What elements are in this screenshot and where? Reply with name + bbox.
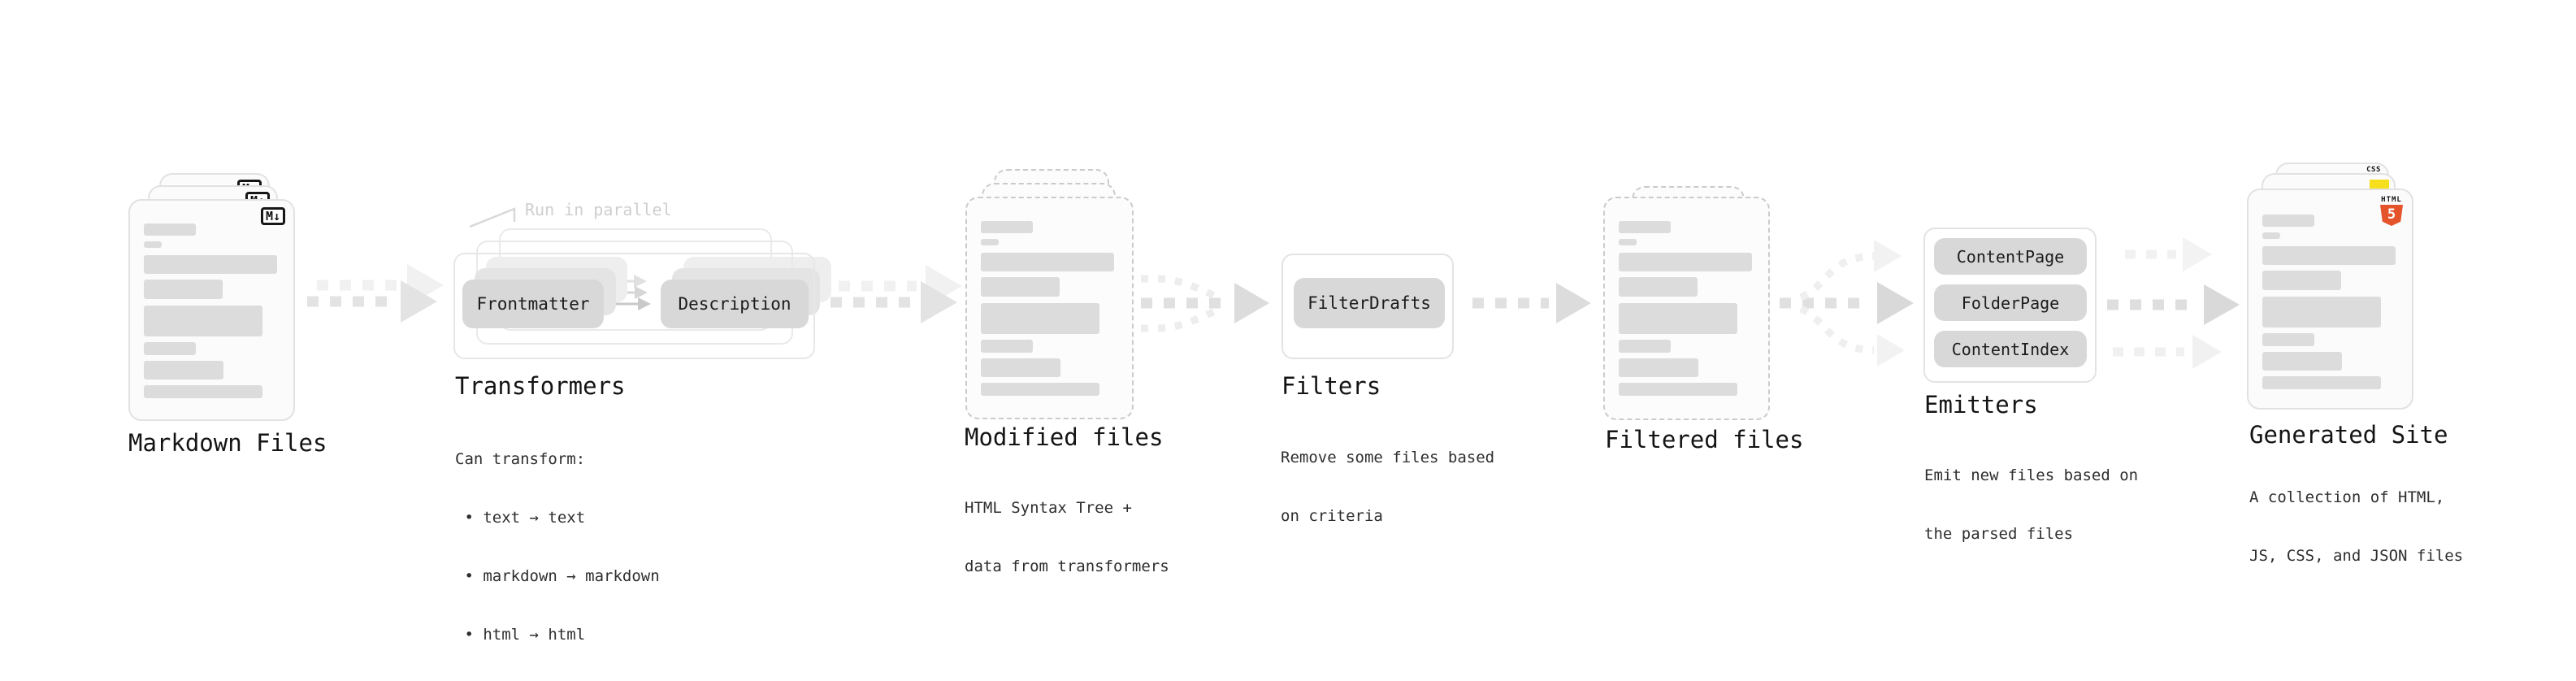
desc-line: Remove some files based bbox=[1281, 449, 1495, 466]
desc-line: • markdown → markdown bbox=[455, 567, 660, 585]
placeholder-bar bbox=[2262, 215, 2314, 227]
emitters-frame bbox=[1923, 228, 2097, 383]
stage-desc-generated-site: A collection of HTML, JS, CSS, and JSON … bbox=[2249, 449, 2463, 605]
arrow-filtered-to-emitters bbox=[1780, 240, 1914, 367]
placeholder-bar bbox=[144, 241, 162, 248]
placeholder-bar bbox=[981, 277, 1060, 297]
transformer-node-label: Frontmatter bbox=[476, 294, 590, 314]
emitter-node-label: ContentIndex bbox=[1951, 339, 2070, 359]
arrow-transformers-to-modified bbox=[830, 265, 962, 323]
desc-line: HTML Syntax Tree + bbox=[965, 499, 1132, 517]
placeholder-bar bbox=[981, 239, 999, 245]
stage-label-filtered-files: Filtered files bbox=[1605, 426, 1804, 453]
desc-line: • html → html bbox=[455, 626, 586, 644]
placeholder-bar bbox=[1619, 358, 1698, 377]
desc-line: on criteria bbox=[1281, 507, 1383, 525]
transformer-node-label: Description bbox=[678, 294, 791, 314]
placeholder-bar bbox=[981, 221, 1033, 233]
placeholder-bar bbox=[144, 342, 196, 355]
placeholder-bar bbox=[144, 255, 277, 274]
placeholder-bar bbox=[2262, 297, 2381, 327]
stage-label-modified-files: Modified files bbox=[965, 423, 1164, 451]
filter-node-filterdrafts: FilterDrafts bbox=[1294, 278, 1445, 328]
placeholder-bar bbox=[144, 385, 262, 398]
desc-line: the parsed files bbox=[1924, 525, 2074, 543]
filtered-file-card-front bbox=[1603, 197, 1770, 420]
placeholder-bar bbox=[981, 253, 1114, 271]
callout-line bbox=[469, 207, 516, 228]
run-in-parallel-label: Run in parallel bbox=[525, 200, 672, 219]
generated-file-card-front: HTML 5 bbox=[2247, 189, 2413, 410]
arrow-filters-to-filtered bbox=[1472, 283, 1591, 323]
stage-desc-emitters: Emit new files based on the parsed files bbox=[1924, 427, 2138, 583]
desc-line: Can transform: bbox=[455, 450, 586, 468]
placeholder-bar bbox=[1619, 239, 1637, 245]
placeholder-bar bbox=[1619, 253, 1752, 271]
placeholder-bar bbox=[981, 340, 1033, 353]
arrow-modified-to-filters bbox=[1141, 275, 1269, 332]
placeholder-bar bbox=[981, 383, 1099, 396]
html5-icon: HTML 5 bbox=[2378, 196, 2405, 226]
placeholder-bar bbox=[1619, 277, 1698, 297]
stage-label-filters: Filters bbox=[1281, 372, 1381, 400]
emitter-node-contentindex: ContentIndex bbox=[1934, 331, 2087, 367]
transformer-node-description: Description bbox=[661, 280, 809, 328]
desc-line: A collection of HTML, bbox=[2249, 488, 2445, 506]
placeholder-bar bbox=[2262, 352, 2342, 371]
arrow-markdown-to-transformers bbox=[307, 264, 444, 323]
stage-desc-filters: Remove some files based on criteria bbox=[1281, 409, 1494, 565]
placeholder-bar bbox=[981, 303, 1099, 334]
placeholder-bar bbox=[1619, 221, 1671, 233]
placeholder-bar bbox=[144, 223, 196, 236]
emitter-node-label: ContentPage bbox=[1956, 246, 2065, 267]
emitter-node-folderpage: FolderPage bbox=[1934, 284, 2087, 321]
transformer-node-frontmatter: Frontmatter bbox=[462, 280, 604, 328]
modified-file-card-front bbox=[965, 197, 1134, 419]
arrow-emitters-to-generated bbox=[2107, 237, 2240, 369]
placeholder-bar bbox=[2262, 376, 2381, 389]
desc-line: • text → text bbox=[455, 509, 586, 527]
css-icon-text: CSS bbox=[2366, 166, 2381, 174]
placeholder-bar bbox=[2262, 271, 2341, 290]
markdown-file-card-front: M↓ bbox=[128, 199, 295, 421]
desc-line: Emit new files based on bbox=[1924, 466, 2139, 484]
placeholder-bar bbox=[1619, 340, 1671, 353]
desc-line: data from transformers bbox=[965, 557, 1169, 575]
stage-label-transformers: Transformers bbox=[455, 372, 626, 400]
emitter-node-contentpage: ContentPage bbox=[1934, 238, 2087, 275]
placeholder-bar bbox=[144, 361, 223, 380]
placeholder-bar bbox=[1619, 303, 1737, 334]
placeholder-bar bbox=[2262, 333, 2314, 346]
transformer-frame-front bbox=[453, 253, 815, 359]
placeholder-bar bbox=[2262, 246, 2396, 265]
markdown-icon: M↓ bbox=[260, 207, 285, 225]
stage-label-generated-site: Generated Site bbox=[2249, 421, 2448, 449]
desc-line: JS, CSS, and JSON files bbox=[2249, 547, 2464, 565]
stage-desc-modified-files: HTML Syntax Tree + data from transformer… bbox=[965, 459, 1169, 615]
emitter-node-label: FolderPage bbox=[1961, 293, 2060, 313]
placeholder-bar bbox=[144, 306, 262, 336]
stage-label-emitters: Emitters bbox=[1924, 391, 2038, 419]
placeholder-bar bbox=[144, 280, 223, 299]
placeholder-bar bbox=[981, 358, 1060, 377]
placeholder-bar bbox=[2262, 232, 2280, 239]
html5-icon-shield: 5 bbox=[2380, 205, 2403, 226]
javascript-icon bbox=[2370, 180, 2389, 189]
html5-icon-text: HTML bbox=[2381, 196, 2402, 204]
placeholder-bar bbox=[1619, 383, 1737, 396]
stage-desc-transformers: Can transform: • text → text • markdown … bbox=[455, 410, 660, 681]
filter-node-label: FilterDrafts bbox=[1308, 293, 1431, 313]
stage-label-markdown-files: Markdown Files bbox=[128, 429, 327, 457]
filters-frame bbox=[1281, 254, 1454, 359]
